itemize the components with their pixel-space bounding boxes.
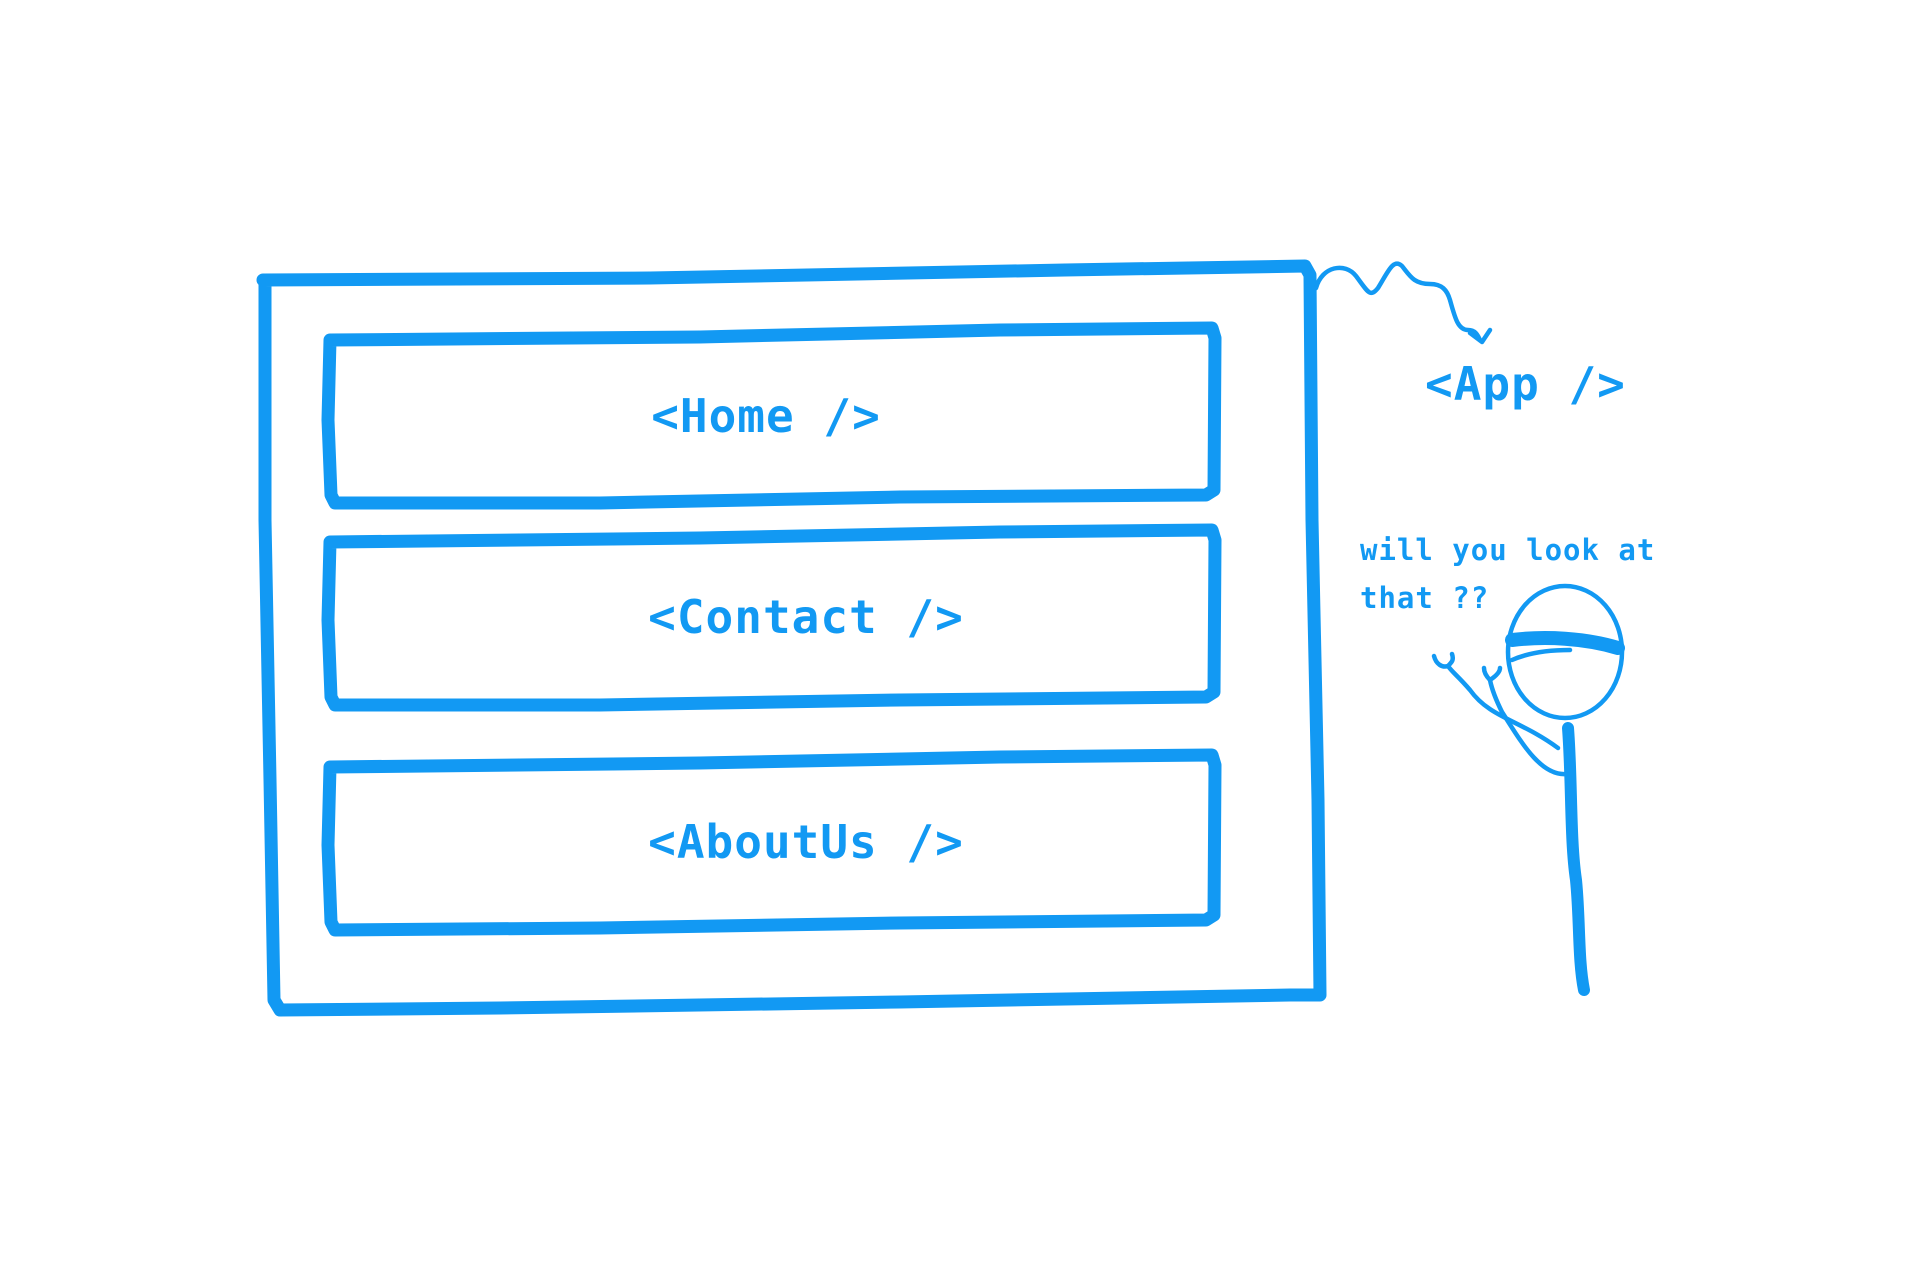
stick-figure	[1431, 583, 1625, 996]
figure-arm-left	[1445, 663, 1561, 751]
contact-component-box: <Contact />	[321, 523, 1222, 712]
speech-line-1: will you look at	[1360, 533, 1655, 567]
pointer-arrow	[1313, 261, 1493, 345]
app-container-box	[256, 259, 1327, 1017]
contact-component-label: <Contact />	[648, 590, 964, 644]
figure-arm-right	[1487, 677, 1569, 777]
speech-bubble-text: will you look at that ??	[1360, 533, 1655, 615]
home-component-box: <Home />	[321, 321, 1222, 510]
figure-eye-band	[1505, 631, 1625, 655]
app-component-label: <App />	[1425, 357, 1626, 411]
aboutus-component-box: <AboutUs />	[321, 748, 1222, 937]
figure-body	[1562, 722, 1590, 996]
aboutus-component-label: <AboutUs />	[648, 815, 964, 869]
home-component-label: <Home />	[651, 389, 881, 443]
speech-line-2: that ??	[1360, 581, 1489, 615]
